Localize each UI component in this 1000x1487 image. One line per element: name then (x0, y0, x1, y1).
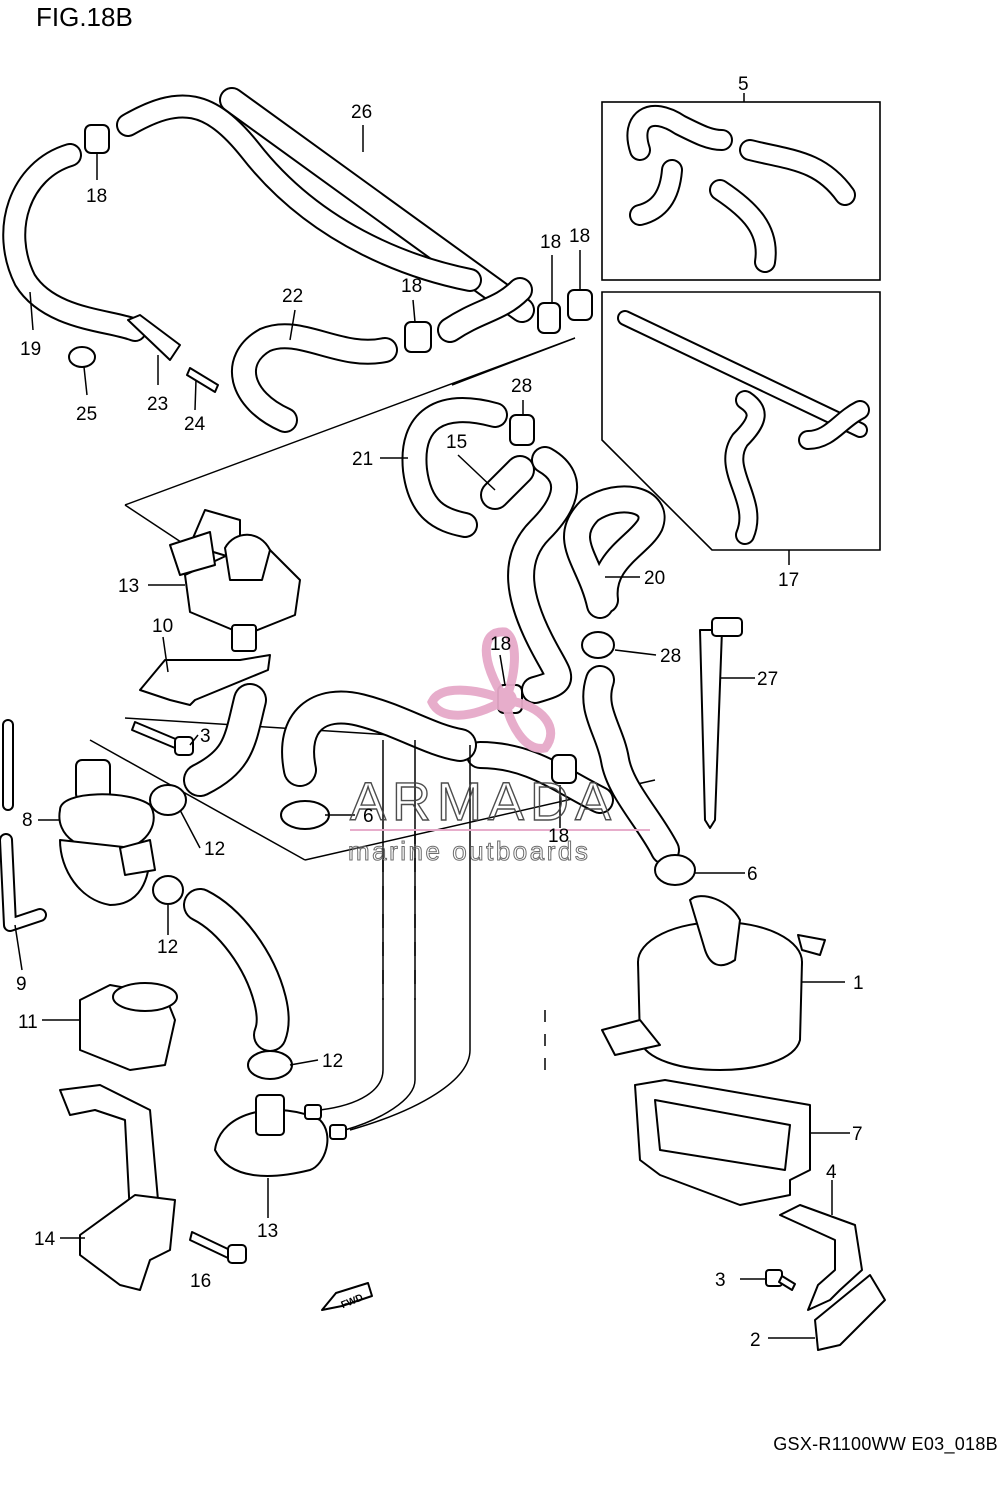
callout-28: 28 (660, 646, 681, 667)
callout-19: 19 (20, 339, 41, 360)
callout-14: 14 (34, 1229, 56, 1250)
callout-16: 16 (190, 1271, 211, 1292)
callout-18: 18 (548, 826, 569, 847)
callout-6: 6 (363, 806, 374, 827)
callout-26: 26 (351, 102, 372, 123)
hose-20 (563, 485, 666, 619)
callout-13: 13 (118, 576, 139, 597)
callout-12: 12 (204, 839, 225, 860)
callout-18: 18 (490, 634, 511, 655)
plate-2 (814, 1274, 886, 1351)
callout-18: 18 (540, 232, 561, 253)
hose-15 (480, 455, 535, 510)
fwd-arrow-icon: FWD (321, 1282, 373, 1311)
callout-2: 2 (750, 1330, 761, 1351)
hose-9 (0, 719, 47, 932)
callout-10: 10 (152, 616, 173, 637)
callout-22: 22 (282, 286, 303, 307)
callout-13: 13 (257, 1221, 278, 1242)
callout-28: 28 (511, 376, 532, 397)
callout-labels: 18 19 25 23 24 22 26 18 18 18 5 28 21 15… (16, 74, 864, 1351)
figure-title: FIG.18B (36, 2, 133, 32)
hose-right (466, 665, 680, 865)
hose-22 (231, 277, 533, 433)
canister-1 (601, 895, 826, 1071)
strap-27 (699, 617, 743, 829)
callout-21: 21 (352, 449, 373, 470)
callout-12: 12 (322, 1051, 343, 1072)
hose-center (507, 446, 579, 704)
bolt-16 (189, 1231, 247, 1264)
watermark: ARMADA marine outboards (348, 627, 650, 867)
callout-9: 9 (16, 974, 27, 995)
callout-18: 18 (569, 226, 590, 247)
watermark-tagline: marine outboards (348, 836, 590, 866)
watermark-brand: ARMADA (350, 772, 617, 832)
valve-8 (58, 759, 156, 906)
callout-4: 4 (826, 1162, 837, 1183)
bracket-4 (779, 1204, 863, 1311)
callout-25: 25 (76, 404, 97, 425)
leader-lines (14, 93, 850, 1339)
propeller-logo-icon (427, 627, 556, 753)
parts-23-24-25 (68, 314, 219, 393)
clamps (84, 124, 696, 1080)
tray-7 (634, 1079, 811, 1206)
callout-3: 3 (200, 726, 211, 747)
callout-12: 12 (157, 937, 178, 958)
callout-8: 8 (22, 810, 33, 831)
callout-23: 23 (147, 394, 168, 415)
hose-21 (401, 397, 508, 538)
figure-code: GSX-R1100WW E03_018B (773, 1434, 998, 1454)
bracket-14 (59, 1084, 176, 1291)
kit-17-hoses (617, 310, 870, 545)
callout-5: 5 (738, 74, 749, 95)
callout-3: 3 (715, 1270, 726, 1291)
callout-17: 17 (778, 570, 799, 591)
callout-7: 7 (852, 1124, 863, 1145)
hose-elbow-13 (183, 683, 267, 797)
kit-box-17 (601, 291, 881, 551)
hose-19 (2, 94, 482, 342)
valve-13-lower (214, 1094, 347, 1177)
callout-20: 20 (644, 568, 665, 589)
bracket-10 (139, 654, 271, 706)
holder-11 (79, 982, 178, 1071)
callout-1: 1 (853, 973, 864, 994)
callout-18: 18 (401, 276, 422, 297)
callout-18: 18 (86, 186, 107, 207)
kit-5-hoses (626, 104, 856, 273)
bolts-3 (131, 721, 796, 1291)
callout-15: 15 (446, 432, 467, 453)
callout-6: 6 (747, 864, 758, 885)
callout-11: 11 (18, 1012, 38, 1033)
callout-27: 27 (757, 669, 778, 690)
valve-13-upper (169, 509, 301, 652)
callout-24: 24 (184, 414, 206, 435)
hose-middle (281, 690, 477, 787)
kit-box-5 (601, 101, 881, 281)
hose-lower-left (183, 888, 290, 1052)
thin-tubes (319, 740, 471, 1131)
